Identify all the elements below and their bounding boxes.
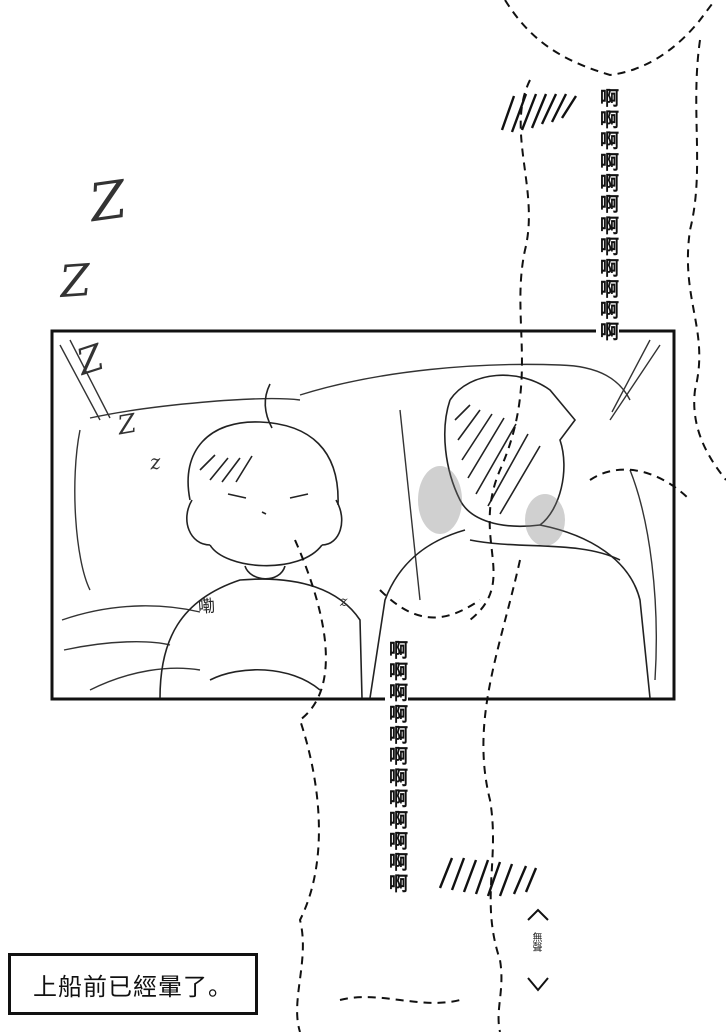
speed-lines [438,93,578,897]
bed-sketch [59,339,661,691]
sleep-z-mark: z [148,449,162,475]
sleep-z-mark: z [340,594,348,610]
panel-frame [50,329,676,701]
crying-text-left: 啊啊啊啊啊啊啊啊啊啊啊啊 [385,640,408,895]
silent-brackets [527,908,549,992]
dashed-speech-balloons [294,0,726,1032]
crying-text-right: 啊啊啊啊啊啊啊啊啊啊啊啊 [596,88,619,343]
blush-shading [418,466,565,546]
caption-text: 上船前已經暈了。 [33,972,233,1001]
sleeping-boy [159,383,363,699]
silent-label: 無聲 [530,932,541,952]
man-back-view [369,374,651,699]
sleep-z-mark: Z [58,254,93,309]
caption-box: 上船前已經暈了。 [8,953,258,1015]
shirt-text: 嘞 [197,596,216,618]
